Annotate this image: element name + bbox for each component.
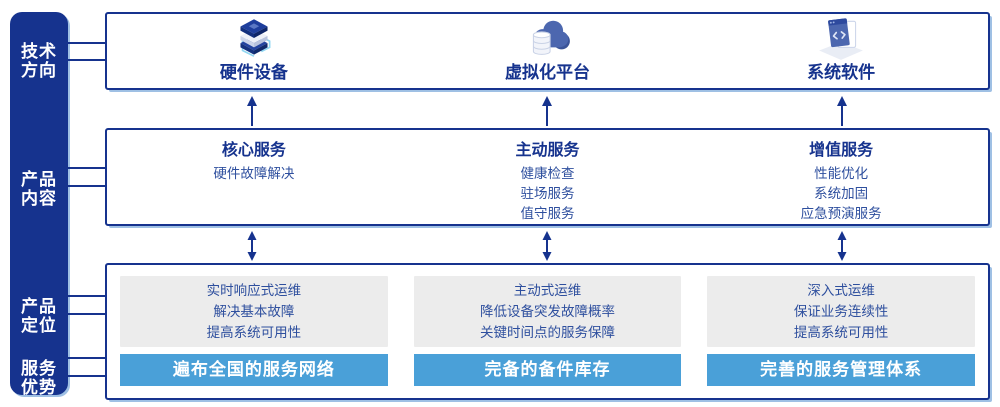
positioning-card: 深入式运维 保证业务连续性 提高系统可用性: [707, 276, 976, 347]
positioning-point: 提高系统可用性: [793, 325, 889, 340]
connector-line: [68, 375, 106, 377]
content-column-active-service: 主动服务 健康检查 驻场服务 值守服务: [401, 130, 695, 224]
positioning-point: 提高系统可用性: [206, 325, 302, 340]
sidebar-label-line: 产品: [21, 297, 57, 316]
tech-label-software: 系统软件: [807, 63, 876, 82]
positioning-column-realtime: 实时响应式运维 解决基本故障 提高系统可用性 遍布全国的服务网络: [107, 265, 401, 398]
tech-direction-box: 硬件设备 虚拟化平台: [105, 12, 990, 90]
product-content-box: 核心服务 硬件故障解决 主动服务 健康检查 驻场服务 值守服务 增值服务 性能优…: [105, 128, 990, 226]
tech-column-virtualization: 虚拟化平台: [401, 14, 695, 88]
positioning-point: 实时响应式运维: [206, 283, 302, 298]
connector-line: [68, 357, 106, 359]
positioning-point: 降低设备突发故障概率: [480, 304, 615, 319]
double-arrow: [247, 231, 257, 261]
content-column-core-service: 核心服务 硬件故障解决: [107, 130, 401, 224]
sidebar-label-line: 内容: [21, 189, 57, 208]
connector-line: [68, 185, 106, 187]
sidebar-label-line: 产品: [21, 170, 57, 189]
connector-line: [68, 42, 106, 44]
positioning-point: 解决基本故障: [213, 304, 295, 319]
up-arrow: [837, 96, 847, 126]
code-window: [828, 18, 850, 48]
service-item: 健康检查: [520, 166, 575, 181]
cloud-database-icon: [532, 20, 570, 55]
code-window-icon: [819, 18, 864, 60]
up-arrow: [247, 96, 257, 126]
content-column-value-added-service: 增值服务 性能优化 系统加固 应急预演服务: [694, 130, 988, 224]
advantage-banner: 完善的服务管理体系: [707, 354, 976, 386]
connector-line: [68, 313, 106, 315]
sidebar-item-product-positioning: 产品 定位: [10, 297, 68, 335]
service-item: 硬件故障解决: [213, 166, 295, 181]
advantage-banner: 完备的备件库存: [413, 354, 682, 386]
category-sidebar: 技术 方向 产品 内容 产品 定位 服务 优势: [10, 12, 68, 397]
service-item: 性能优化: [814, 166, 869, 181]
database-cylinder: [532, 31, 551, 55]
sidebar-label-line: 定位: [21, 316, 57, 335]
tech-label-hardware: 硬件设备: [219, 63, 288, 82]
connector-line: [68, 167, 106, 169]
positioning-point: 保证业务连续性: [793, 304, 889, 319]
tech-column-hardware: 硬件设备: [107, 14, 401, 88]
sidebar-label-line: 方向: [21, 61, 57, 80]
service-group-title: 主动服务: [515, 142, 580, 159]
positioning-column-indepth: 深入式运维 保证业务连续性 提高系统可用性 完善的服务管理体系: [694, 265, 988, 398]
service-group-title: 核心服务: [221, 142, 286, 159]
sidebar-item-tech-direction: 技术 方向: [10, 42, 68, 80]
service-item: 驻场服务: [520, 186, 575, 201]
service-item: 值守服务: [520, 206, 575, 221]
advantage-banner: 遍布全国的服务网络: [120, 354, 388, 386]
positioning-point: 关键时间点的服务保障: [480, 325, 615, 340]
sidebar-item-service-advantage: 服务 优势: [10, 359, 68, 397]
positioning-card: 实时响应式运维 解决基本故障 提高系统可用性: [120, 276, 388, 347]
sidebar-label-line: 服务: [21, 359, 57, 378]
tech-column-software: 系统软件: [694, 14, 988, 88]
positioning-column-proactive: 主动式运维 降低设备突发故障概率 关键时间点的服务保障 完备的备件库存: [401, 265, 695, 398]
sidebar-label-line: 优势: [21, 378, 57, 397]
positioning-card: 主动式运维 降低设备突发故障概率 关键时间点的服务保障: [413, 276, 682, 347]
product-positioning-box: 实时响应式运维 解决基本故障 提高系统可用性 遍布全国的服务网络 主动式运维 降…: [105, 263, 990, 400]
server-stack-icon: [240, 19, 271, 57]
positioning-point: 主动式运维: [513, 283, 582, 298]
service-group-title: 增值服务: [809, 142, 874, 159]
connector-line: [68, 295, 106, 297]
up-arrow: [542, 96, 552, 126]
slab-top: [240, 19, 268, 38]
connector-line: [68, 59, 106, 61]
positioning-point: 深入式运维: [807, 283, 875, 298]
sidebar-label-line: 技术: [21, 42, 57, 61]
service-item: 应急预演服务: [800, 206, 882, 221]
sidebar-item-product-content: 产品 内容: [10, 170, 68, 208]
tech-label-virtualization: 虚拟化平台: [505, 63, 590, 82]
double-arrow: [542, 231, 552, 261]
double-arrow: [837, 231, 847, 261]
service-item: 系统加固: [814, 186, 869, 201]
